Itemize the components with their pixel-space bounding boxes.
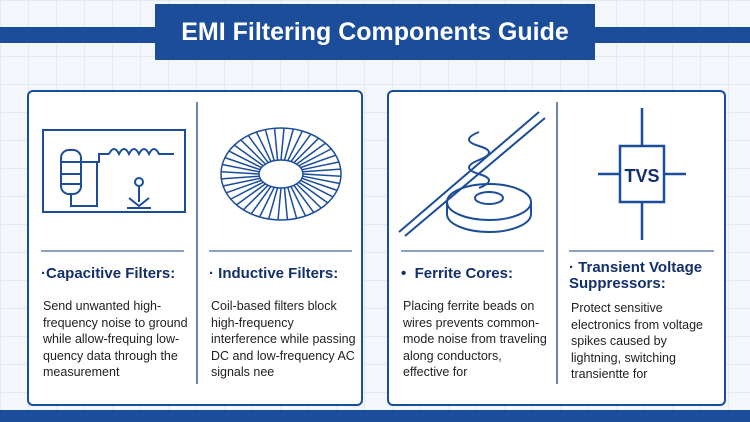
winding-line xyxy=(255,131,272,162)
tvs-diode-icon: TVS xyxy=(598,108,686,240)
winding-line xyxy=(225,179,262,194)
winding-line xyxy=(224,156,261,171)
winding-line xyxy=(273,128,279,161)
winding-line xyxy=(228,150,262,169)
ferrite-core-icon xyxy=(398,111,546,237)
column-divider xyxy=(556,102,558,384)
winding-line xyxy=(296,183,322,209)
panel-components: • Ferrite Cores: Placing ferrite beads o… xyxy=(387,90,726,406)
winding-line xyxy=(236,183,266,206)
card-inductive: · Inductive Filters: Coil-based filters … xyxy=(197,92,364,404)
divider-line xyxy=(41,250,184,252)
winding-line xyxy=(283,187,289,220)
winding-line xyxy=(258,186,275,218)
footer-stripe xyxy=(0,410,750,422)
winding-line xyxy=(222,163,260,173)
winding-line xyxy=(240,139,266,165)
toroid-inductor-icon xyxy=(220,127,342,221)
winding-line xyxy=(290,186,307,217)
card-heading: · Inductive Filters: xyxy=(209,265,339,282)
winding-line xyxy=(221,170,260,175)
winding-line xyxy=(264,129,275,161)
winding-line xyxy=(277,187,282,221)
winding-line xyxy=(230,181,264,200)
winding-line xyxy=(298,148,332,167)
divider-line xyxy=(401,250,544,252)
winding-line xyxy=(222,177,261,187)
winding-line xyxy=(287,187,298,219)
winding-line xyxy=(298,181,329,204)
winding-line xyxy=(233,144,264,167)
page-title: EMI Filtering Components Guide xyxy=(155,4,595,60)
winding-line xyxy=(287,130,304,162)
card-heading: • Ferrite Cores: xyxy=(401,265,513,282)
card-description: Protect sensitive electronics from volta… xyxy=(571,301,704,381)
panel-filters: ·Capacitive Filters: Send unwanted high-… xyxy=(27,90,363,406)
card-heading: ·Capacitive Filters: xyxy=(41,265,176,282)
winding-line xyxy=(280,127,285,161)
card-ferrite: • Ferrite Cores: Placing ferrite beads o… xyxy=(389,92,556,404)
winding-line xyxy=(302,168,341,173)
capacitor-resistor-circuit-icon xyxy=(42,129,186,213)
winding-line xyxy=(302,173,341,178)
divider-line xyxy=(569,250,714,252)
card-heading: · Transient Voltage Suppressors: xyxy=(569,259,703,292)
winding-line xyxy=(302,175,340,185)
winding-line xyxy=(293,184,315,213)
winding-line xyxy=(290,133,312,162)
card-description: Send unwanted high-frequency noise to gr… xyxy=(43,299,188,379)
winding-line xyxy=(250,186,272,215)
winding-line xyxy=(267,187,279,220)
winding-line xyxy=(283,128,295,161)
card-tvs: TVS · Transient Voltage Suppressors: Pro… xyxy=(557,92,726,404)
card-capacitive: ·Capacitive Filters: Send unwanted high-… xyxy=(29,92,196,404)
winding-line xyxy=(293,137,320,164)
winding-line xyxy=(221,175,260,180)
winding-line xyxy=(300,179,334,198)
column-divider xyxy=(196,102,198,384)
card-description: Coil-based filters block high-frequency … xyxy=(211,299,356,379)
svg-text:TVS: TVS xyxy=(624,166,659,186)
divider-line xyxy=(209,250,352,252)
winding-line xyxy=(296,142,326,165)
winding-line xyxy=(301,161,340,171)
winding-line xyxy=(242,184,269,211)
winding-line xyxy=(247,135,269,164)
winding-line xyxy=(301,177,338,192)
winding-line xyxy=(300,154,337,169)
card-description: Placing ferrite beads on wires prevents … xyxy=(403,299,547,379)
